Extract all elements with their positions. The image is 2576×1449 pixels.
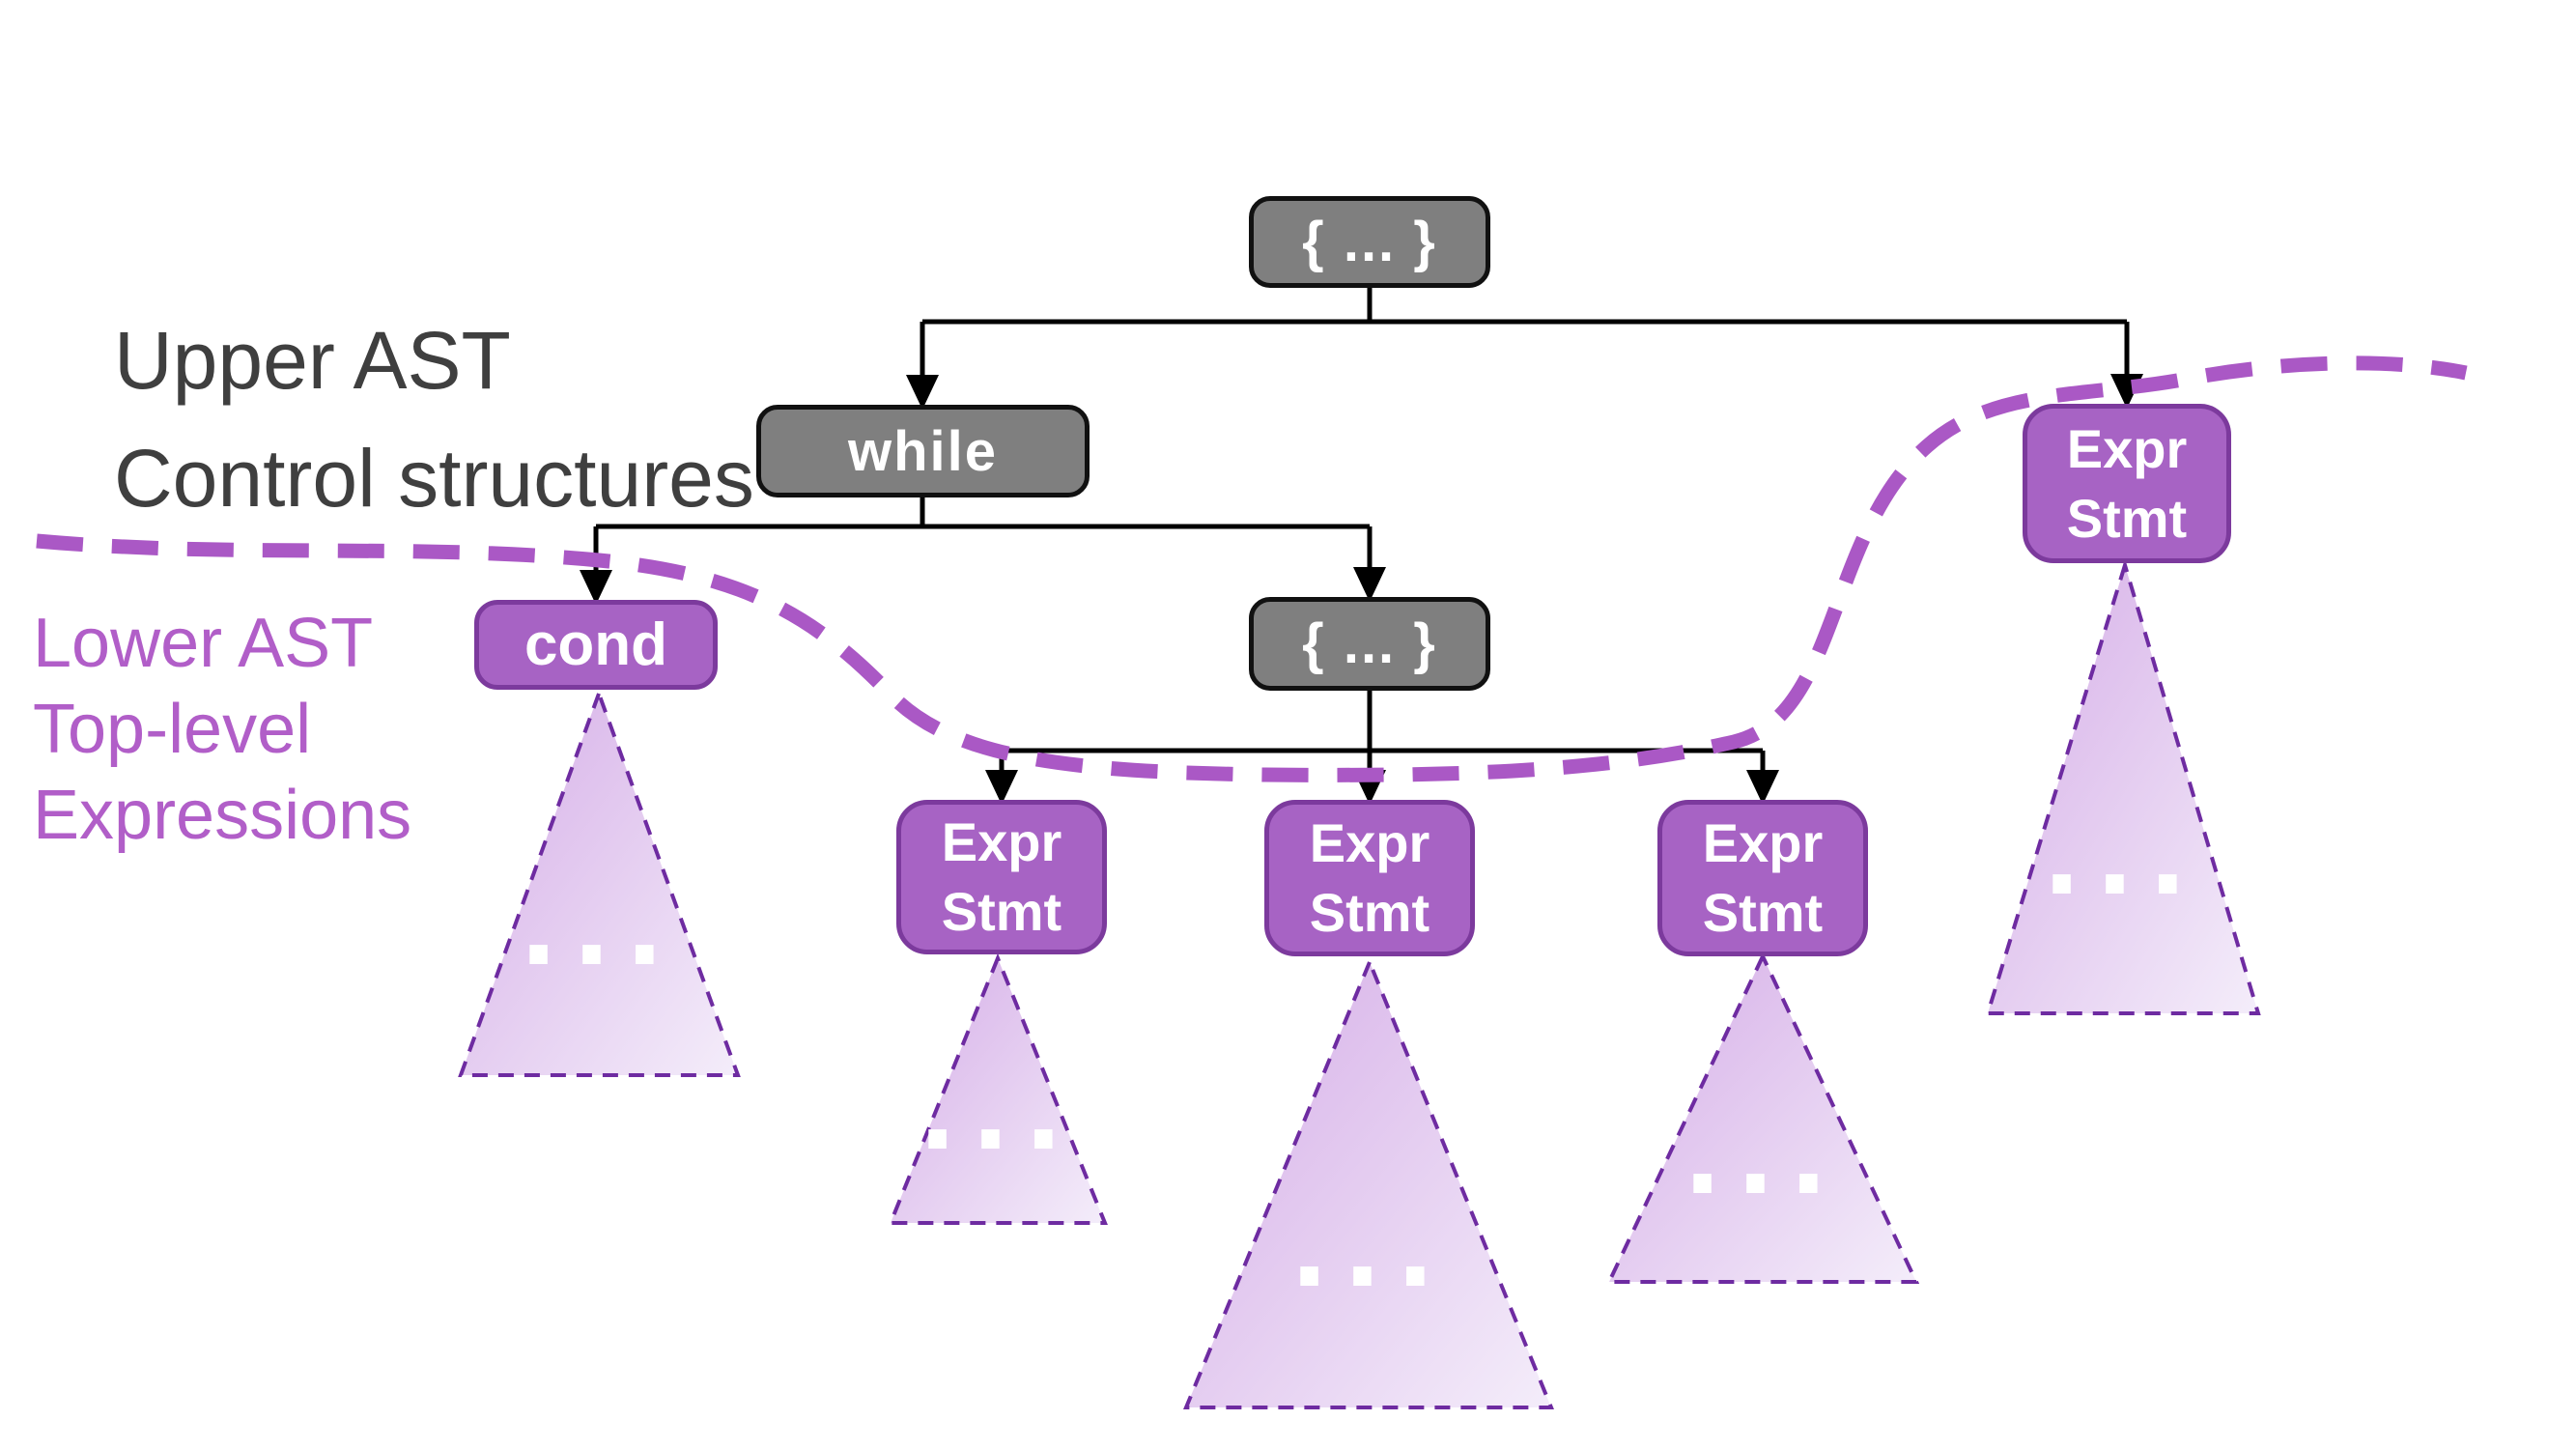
expr-stmt-far-right-line1: Expr	[2066, 417, 2188, 479]
block-node-body-label: { ... }	[1302, 612, 1437, 675]
subtree-triangle-far-right	[1985, 558, 2261, 1015]
expr-stmt-far-right-line2: Stmt	[2066, 487, 2188, 549]
subtree-triangles	[458, 558, 2261, 1409]
block-node-body: { ... }	[1249, 597, 1490, 691]
subtree-triangle-child-left	[888, 952, 1108, 1225]
upper-ast-label: Upper AST Control structures	[114, 301, 754, 537]
arrowhead-cond	[580, 570, 612, 605]
subtree-triangle-child-right	[1605, 952, 1920, 1284]
cond-node: cond	[474, 600, 718, 690]
expr-stmt-node-far-right: Expr Stmt	[2023, 404, 2231, 563]
expr-stmt-right-line2: Stmt	[1702, 882, 1824, 943]
while-node: while	[756, 405, 1090, 497]
lower-ast-label-line2: Top-level	[33, 691, 312, 768]
lower-ast-label-line3: Expressions	[33, 777, 412, 854]
expr-stmt-middle-line2: Stmt	[1309, 882, 1430, 943]
expr-stmt-node-left: Expr Stmt	[896, 800, 1107, 954]
subtree-triangle-cond	[458, 688, 741, 1077]
lower-ast-label-line1: Lower AST	[33, 605, 374, 682]
block-node-root-label: { ... }	[1302, 211, 1437, 273]
expr-stmt-left-line1: Expr	[941, 811, 1062, 872]
expr-stmt-node-right: Expr Stmt	[1657, 800, 1868, 956]
while-node-label: while	[847, 419, 999, 483]
connector-block-to-children	[999, 691, 1766, 773]
arrowhead-while	[906, 375, 939, 410]
boundary-dashed-curve	[36, 355, 2468, 782]
arrowhead-child-right	[1746, 770, 1779, 805]
subtree-triangle-child-middle	[1183, 956, 1554, 1409]
upper-ast-label-line1: Upper AST	[114, 315, 511, 406]
arrowhead-child-left	[985, 770, 1018, 805]
connector-while-to-children	[593, 497, 1373, 572]
connector-root-to-children	[920, 288, 2130, 377]
expr-stmt-left-line2: Stmt	[941, 881, 1062, 942]
cond-node-label: cond	[524, 611, 668, 678]
lower-ast-label: Lower AST Top-level Expressions	[33, 601, 411, 859]
block-node-root: { ... }	[1249, 196, 1490, 288]
expr-stmt-right-line1: Expr	[1702, 812, 1824, 873]
arrowhead-body-block	[1353, 567, 1386, 602]
expr-stmt-node-middle: Expr Stmt	[1264, 800, 1475, 956]
connector-lines	[593, 288, 2130, 773]
expr-stmt-middle-line1: Expr	[1309, 812, 1430, 873]
upper-ast-label-line2: Control structures	[114, 433, 754, 524]
